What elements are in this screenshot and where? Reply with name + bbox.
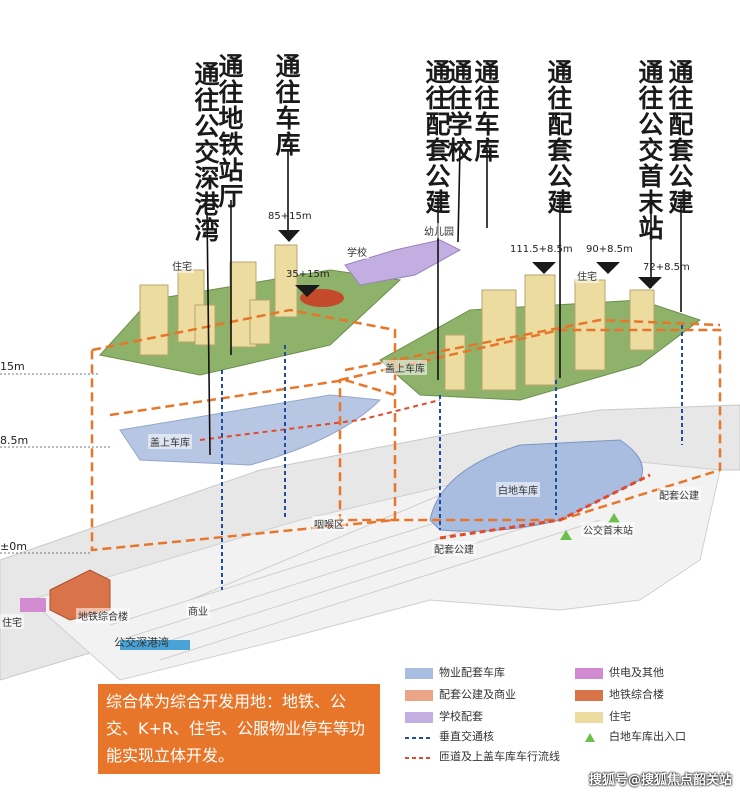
height-85-15: 85+15m (268, 211, 312, 222)
school-block (344, 239, 462, 286)
height-markers (278, 230, 662, 297)
tag-residential-right: 住宅 (575, 268, 599, 283)
legend-item-supporting-commercial: 配套公建及商业 (405, 687, 516, 703)
tag-podium-garage-left: 盖上车库 (148, 434, 192, 449)
legend-item-metro-building: 地铁综合楼 (575, 687, 664, 703)
legend-item-garage-entrance: 白地车库出入口 (575, 729, 686, 745)
tag-white-land-garage: 白地车库 (496, 482, 540, 497)
green-triangle-icon (585, 732, 595, 742)
legend-item-property-garage: 物业配套车库 (405, 665, 505, 681)
legend-item-residential: 住宅 (575, 709, 631, 725)
tag-bus-bay: 公交深港湾 (114, 636, 169, 649)
elevation-8-5m: 8.5m (0, 434, 29, 447)
legend-swatch (405, 667, 433, 679)
legend-label: 白地车库出入口 (609, 730, 686, 743)
vertical-cores (221, 325, 683, 590)
tag-supporting-building-right: 配套公建 (657, 487, 701, 502)
label-bus-terminus: 通往公交首末站 (638, 58, 664, 243)
height-72-8-5: 72+8.5m (643, 262, 690, 273)
legend-item-ramp: 匝道及上盖车库车行流线 (405, 749, 560, 765)
legend-swatch (575, 711, 603, 723)
bus-bay-shelter (120, 640, 190, 650)
label-bus-shenzhen-bay: 通往公交深港湾 (194, 60, 220, 245)
tag-metro-building: 地铁综合楼 (76, 608, 130, 623)
summary-callout: 综合体为综合开发用地：地铁、公交、K+R、住宅、公服物业停车等功能实现立体开发。 (98, 684, 380, 774)
legend-label: 物业配套车库 (439, 666, 505, 679)
tag-commercial: 商业 (186, 603, 210, 618)
tag-throat-area: 咽喉区 (312, 516, 346, 531)
legend-label: 供电及其他 (609, 666, 664, 679)
blue-dash-icon (405, 736, 433, 739)
towers-left (139, 244, 298, 356)
ramp-flow (439, 473, 651, 540)
legend-swatch (575, 667, 603, 679)
legend-item-vertical-core: 垂直交通核 (405, 729, 494, 745)
legend-label: 地铁综合楼 (609, 688, 664, 701)
watermark: 搜狐号@搜狐焦点韶关站 (588, 773, 732, 788)
label-garage-1: 通往车库 (275, 52, 301, 159)
elevation-15m: 15m (0, 360, 25, 373)
tag-residence-small: 住宅 (0, 614, 24, 629)
label-metro-hall: 通往地铁站厅 (218, 52, 244, 211)
label-supporting-building-2: 通往配套公建 (547, 58, 573, 217)
tag-bus-terminus: 公交首末站 (581, 522, 635, 537)
label-garage-2: 通往车库 (474, 58, 500, 165)
height-111-5: 111.5+8.5m (510, 244, 573, 255)
substation (20, 598, 46, 612)
legend-label: 垂直交通核 (439, 730, 494, 743)
ramp-flow-2 (199, 399, 441, 441)
legend-swatch (405, 711, 433, 723)
red-dash-icon (405, 756, 433, 759)
tag-residential-left: 住宅 (170, 258, 194, 273)
legend-label: 配套公建及商业 (439, 688, 516, 701)
tag-supporting-building: 配套公建 (432, 541, 476, 556)
elevation-guides (0, 373, 110, 554)
legend: 物业配套车库 供电及其他 配套公建及商业 地铁综合楼 学校配套 住宅 垂直交通核… (405, 665, 735, 773)
legend-label: 匝道及上盖车库车行流线 (439, 750, 560, 763)
garage-entrances (560, 513, 620, 540)
legend-label: 住宅 (609, 710, 631, 723)
legend-label: 学校配套 (439, 710, 483, 723)
legend-item-power: 供电及其他 (575, 665, 664, 681)
height-35-15: 35+15m (286, 269, 330, 280)
legend-swatch (575, 689, 603, 701)
tag-podium-garage-right: 盖上车库 (383, 360, 427, 375)
height-90-8-5: 90+8.5m (586, 244, 633, 255)
label-supporting-building-3: 通往配套公建 (668, 58, 694, 217)
tag-school: 学校 (345, 244, 369, 259)
sports-track (300, 289, 344, 307)
legend-item-school: 学校配套 (405, 709, 483, 725)
label-arrows (206, 147, 682, 456)
legend-swatch (405, 689, 433, 701)
label-supporting-building-1: 通往配套公建 (425, 58, 451, 217)
elevation-0m: ±0m (0, 540, 27, 553)
label-school: 通往学校 (447, 58, 473, 165)
tag-kindergarten: 幼儿园 (422, 223, 456, 238)
